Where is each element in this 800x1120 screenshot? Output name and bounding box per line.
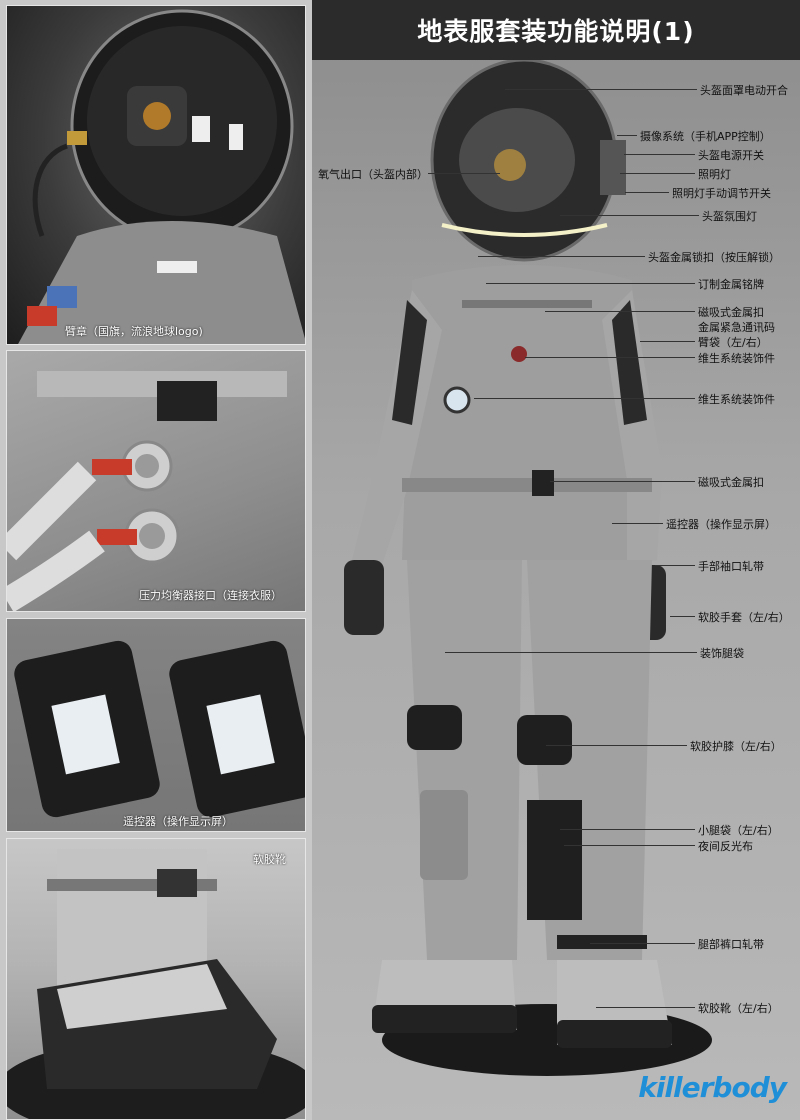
leader-line: [560, 215, 699, 216]
inset-boot: 软胶靴: [6, 838, 306, 1120]
inset-helmet-armband: 臂章（国旗，流浪地球logo): [6, 5, 306, 345]
leader-line: [625, 192, 669, 193]
callout-reflective-cloth: 夜间反光布: [698, 840, 753, 853]
callout-magnetic-buckle-2: 磁吸式金属扣: [698, 476, 764, 489]
callout-camera-system: 摄像系统（手机APP控制）: [640, 130, 771, 143]
callout-helmet-lock: 头盔金属锁扣（按压解锁）: [648, 251, 780, 264]
spacesuit-figure-illustration: [344, 58, 712, 1076]
brand-logo: killerbody: [638, 1071, 787, 1104]
leader-line: [474, 398, 695, 399]
boot-illustration: [7, 849, 305, 1119]
callout-gloves: 软胶手套（左/右）: [698, 611, 790, 624]
helmet-closeup-illustration: [18, 9, 305, 344]
callout-leg-strap: 腿部裤口轧带: [698, 938, 764, 951]
leader-line: [596, 1007, 695, 1008]
suit-figure-area: [312, 0, 800, 1120]
callout-visor-motor: 头盔面罩电动开合: [700, 84, 788, 97]
leader-line: [564, 845, 695, 846]
callout-life-support-2: 维生系统装饰件: [698, 393, 775, 406]
callout-remote-display: 遥控器（操作显示屏）: [666, 518, 776, 531]
callout-ambient-light: 头盔氛围灯: [702, 210, 757, 223]
leader-line: [445, 652, 697, 653]
callout-helmet-power: 头盔电源开关: [698, 149, 764, 162]
leader-line: [670, 616, 695, 617]
leader-line: [550, 481, 695, 482]
callout-calf-pocket: 小腿袋（左/右）: [698, 824, 779, 837]
leader-line: [546, 745, 687, 746]
leader-line: [590, 943, 695, 944]
page-title: 地表服套装功能说明(1): [417, 17, 695, 46]
inset-caption-remote: 遥控器（操作显示屏）: [123, 815, 233, 828]
pressure-connector-illustration: [7, 371, 287, 611]
leader-line: [612, 523, 663, 524]
inset-remote-control: 遥控器（操作显示屏）: [6, 618, 306, 832]
leader-line: [617, 135, 637, 136]
leader-line: [640, 341, 695, 342]
callout-arm-pocket: 臂袋（左/右）: [698, 336, 768, 349]
leader-line: [428, 173, 500, 174]
callout-nameplate: 订制金属铭牌: [698, 278, 764, 291]
leader-line: [486, 283, 695, 284]
inset-caption-pressure: 压力均衡器接口（连接衣服）: [139, 589, 282, 602]
callout-magnetic-buckle-1: 磁吸式金属扣: [698, 306, 764, 319]
leader-line: [505, 89, 697, 90]
callout-boots: 软胶靴（左/右）: [698, 1002, 779, 1015]
inset-pressure-connector: 压力均衡器接口（连接衣服）: [6, 350, 306, 612]
inset-caption-boot: 软胶靴: [253, 853, 286, 866]
callout-emergency-code: 金属紧急通讯码: [698, 321, 775, 334]
title-bar: [312, 0, 800, 60]
callout-oxygen-outlet: 氧气出口（头盔内部）: [318, 168, 428, 181]
leader-line: [655, 565, 695, 566]
callout-knee-pads: 软胶护膝（左/右）: [690, 740, 782, 753]
leader-line: [560, 829, 695, 830]
callout-leg-pocket-decor: 装饰腿袋: [700, 647, 744, 660]
callout-light-switch: 照明灯手动调节开关: [672, 187, 771, 200]
callout-life-support-1: 维生系统装饰件: [698, 352, 775, 365]
callout-light: 照明灯: [698, 168, 731, 181]
leader-line: [545, 311, 695, 312]
remote-control-illustration: [7, 619, 305, 831]
inset-caption-armband: 臂章（国旗，流浪地球logo): [65, 325, 203, 338]
callout-cuff-strap: 手部袖口轧带: [698, 560, 764, 573]
leader-line: [525, 357, 695, 358]
leader-line: [478, 256, 645, 257]
leader-line: [624, 154, 695, 155]
leader-line: [620, 173, 695, 174]
